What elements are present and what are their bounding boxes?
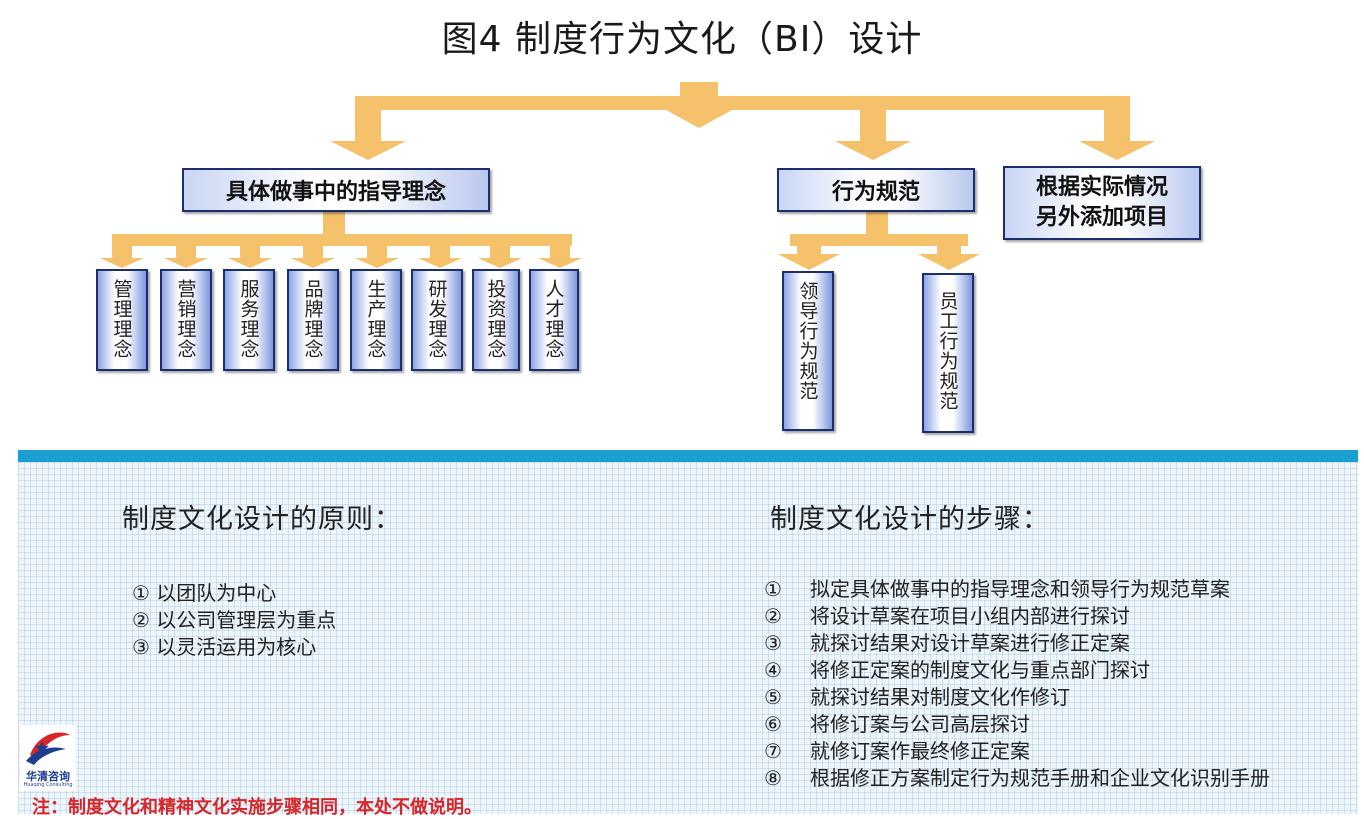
behavior-item-label: 员工行为规范	[936, 291, 959, 411]
mid-down-head	[835, 141, 911, 160]
step-item: ① 拟定具体做事中的指导理念和领导行为规范草案	[764, 576, 1270, 603]
right-down-head	[1079, 141, 1155, 160]
step-text: 将修正定案的制度文化与重点部门探讨	[810, 658, 1150, 682]
guidance-stem	[323, 212, 345, 234]
connector-arrows	[100, 82, 1155, 270]
guidance-item-box: 生产理念	[350, 269, 402, 371]
left-down-stem	[355, 96, 381, 141]
behavior-stem	[866, 212, 888, 234]
step-text: 将设计草案在项目小组内部进行探讨	[810, 604, 1130, 628]
guidance-box: 具体做事中的指导理念	[182, 168, 490, 212]
step-item: ③ 就探讨结果对设计草案进行修正定案	[764, 630, 1270, 657]
behavior-box: 行为规范	[777, 168, 975, 212]
main-bar	[355, 96, 1130, 110]
step-item: ⑧ 根据修正方案制定行为规范手册和企业文化识别手册	[764, 765, 1270, 792]
step-text: 就修订案作最终修正定案	[810, 739, 1030, 763]
logo-mark-icon	[26, 732, 70, 765]
behavior-item-label: 领导行为规范	[796, 281, 819, 401]
info-panel	[18, 462, 1358, 814]
guidance-item-box: 投资理念	[472, 269, 520, 371]
right-down-stem	[1104, 96, 1130, 141]
behavior-bar	[790, 234, 968, 246]
guidance-item-label: 生产理念	[364, 279, 387, 359]
company-logo: 华清咨询 Huaqing Consulting	[20, 725, 76, 791]
principles-heading: 制度文化设计的原则：	[122, 504, 402, 535]
step-item: ④ 将修正定案的制度文化与重点部门探讨	[764, 657, 1270, 684]
step-item: ② 将设计草案在项目小组内部进行探讨	[764, 603, 1270, 630]
principle-item: ③ 以灵活运用为核心	[132, 635, 317, 659]
step-number: ②	[764, 604, 782, 628]
logo-text: 华清咨询	[26, 770, 70, 783]
extra-items-box: 根据实际情况 另外添加项目	[1003, 166, 1201, 240]
guidance-item-label: 人才理念	[542, 279, 565, 359]
step-number: ①	[764, 577, 782, 601]
guidance-item-label: 投资理念	[484, 279, 507, 359]
principle-item: ② 以公司管理层为重点	[132, 608, 337, 632]
step-number: ④	[764, 658, 782, 682]
guidance-item-box: 管理理念	[96, 269, 148, 371]
guidance-item-label: 营销理念	[174, 279, 197, 359]
mid-down-stem	[860, 96, 886, 141]
step-number: ③	[764, 631, 782, 655]
steps-heading: 制度文化设计的步骤：	[770, 504, 1050, 535]
step-number: ⑥	[764, 712, 782, 736]
step-item: ⑤ 就探讨结果对制度文化作修订	[764, 684, 1270, 711]
principles-list: ① 以团队为中心 ② 以公司管理层为重点 ③ 以灵活运用为核心	[132, 580, 336, 661]
step-text: 就探讨结果对制度文化作修订	[810, 685, 1070, 709]
steps-list: ① 拟定具体做事中的指导理念和领导行为规范草案 ② 将设计草案在项目小组内部进行探讨…	[764, 576, 1270, 792]
guidance-item-box: 研发理念	[411, 269, 463, 371]
step-text: 根据修正方案制定行为规范手册和企业文化识别手册	[810, 766, 1270, 790]
guidance-item-box: 营销理念	[160, 269, 212, 371]
guidance-item-label: 研发理念	[425, 279, 448, 359]
guidance-item-label: 管理理念	[110, 279, 133, 359]
behavior-item-box: 领导行为规范	[782, 271, 834, 431]
step-item: ⑥ 将修订案与公司高层探讨	[764, 711, 1270, 738]
guidance-item-label: 品牌理念	[301, 279, 324, 359]
step-item: ⑦ 就修订案作最终修正定案	[764, 738, 1270, 765]
behavior-item-box: 员工行为规范	[922, 273, 974, 433]
guidance-item-box: 人才理念	[529, 269, 579, 371]
section-divider-bar	[18, 450, 1358, 462]
step-number: ⑤	[764, 685, 782, 709]
guidance-item-box: 品牌理念	[287, 269, 339, 371]
principle-item: ① 以团队为中心	[132, 581, 277, 605]
page-title: 图4 制度行为文化（BI）设计	[441, 19, 923, 60]
left-down-head	[330, 141, 406, 160]
guidance-bar	[112, 234, 572, 246]
step-number: ⑦	[764, 739, 782, 763]
step-text: 将修订案与公司高层探讨	[810, 712, 1030, 736]
guidance-item-box: 服务理念	[223, 269, 275, 371]
logo-subtext: Huaqing Consulting	[23, 782, 73, 788]
step-number: ⑧	[764, 766, 782, 790]
step-text: 拟定具体做事中的指导理念和领导行为规范草案	[810, 577, 1230, 601]
footnote: 注：制度文化和精神文化实施步骤相同，本处不做说明。	[32, 797, 482, 818]
guidance-item-label: 服务理念	[237, 279, 260, 359]
step-text: 就探讨结果对设计草案进行修正定案	[810, 631, 1130, 655]
